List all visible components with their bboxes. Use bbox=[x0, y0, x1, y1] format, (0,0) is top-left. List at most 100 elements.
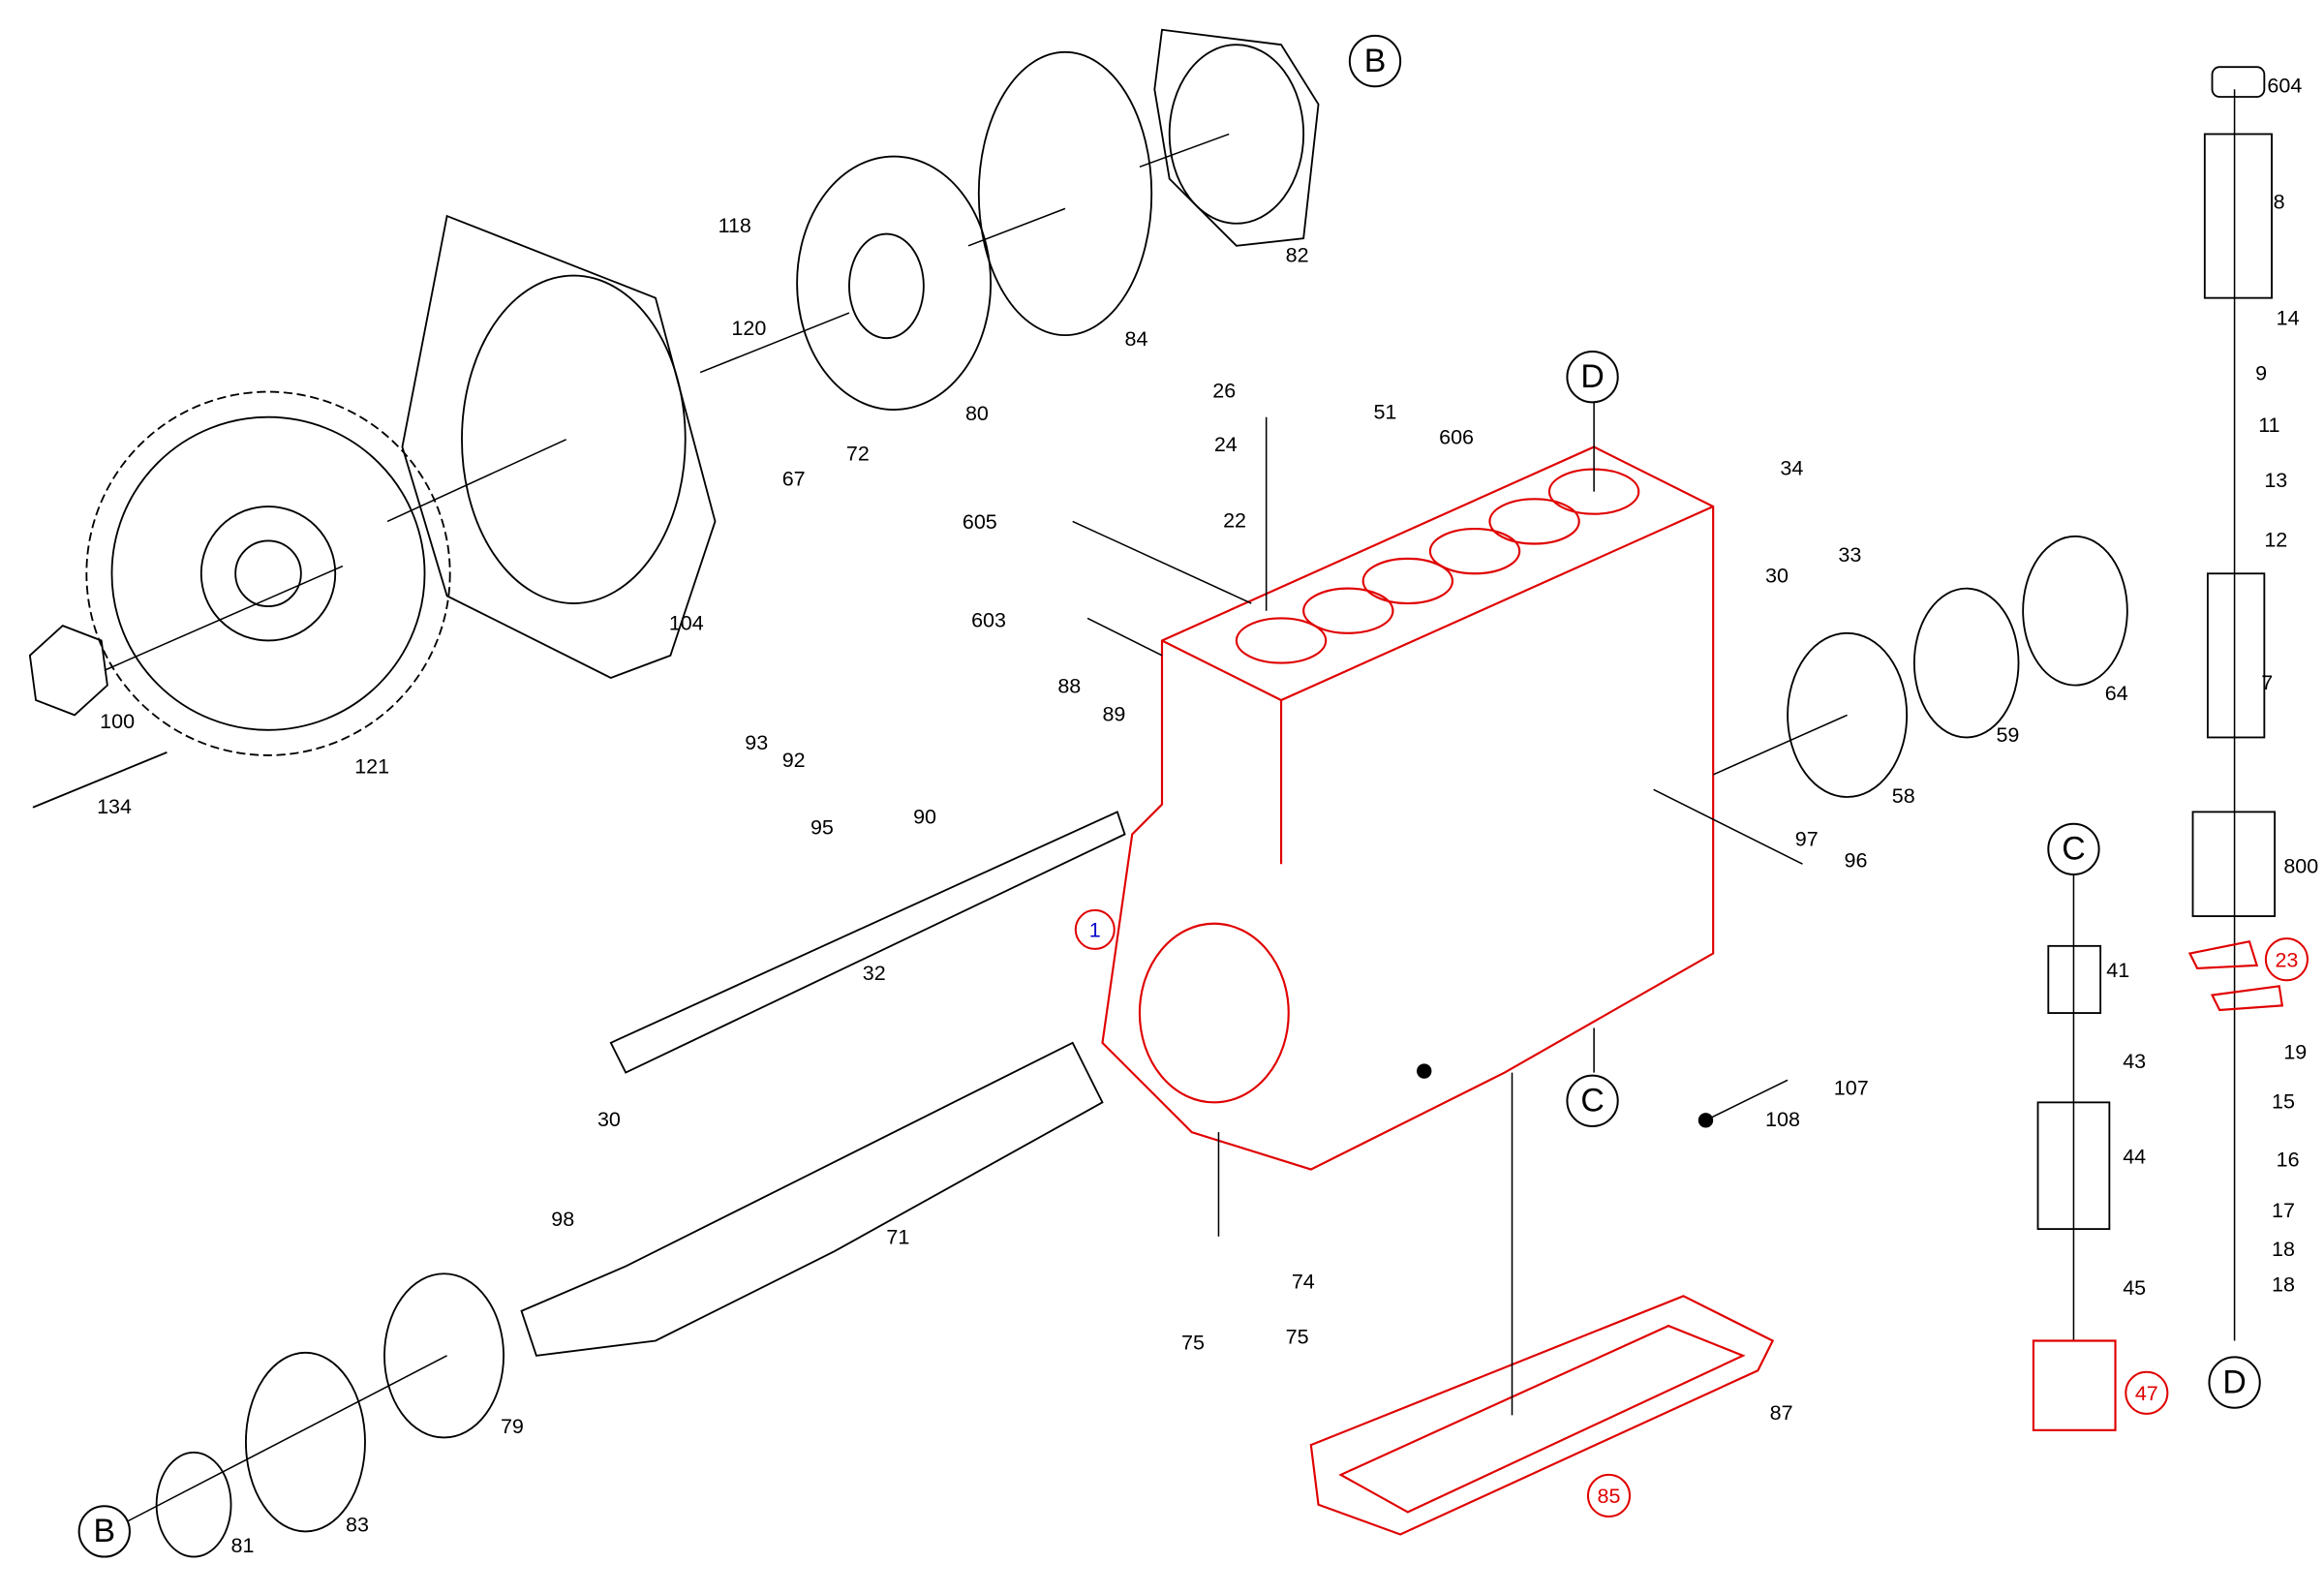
part-label-26: 26 bbox=[1212, 380, 1236, 403]
part-label-96: 96 bbox=[1845, 848, 1868, 872]
valve-holder-8 bbox=[2203, 133, 2273, 299]
main-part-label-circle bbox=[1074, 908, 1116, 950]
cover-plate-85 bbox=[1309, 1295, 1775, 1536]
part-label-17: 17 bbox=[2272, 1199, 2295, 1222]
cap-604 bbox=[2211, 66, 2266, 98]
part-label-11: 11 bbox=[2258, 414, 2279, 437]
flange-800 bbox=[2191, 811, 2277, 917]
section-marker-C-circle bbox=[2047, 822, 2100, 875]
part-label-14: 14 bbox=[2277, 306, 2300, 329]
part-label-34: 34 bbox=[1780, 457, 1803, 480]
camshaft-71 bbox=[520, 1041, 1104, 1357]
highlight-label-85: 85 bbox=[1598, 1485, 1621, 1508]
part-label-121: 121 bbox=[354, 754, 389, 778]
part-label-89: 89 bbox=[1102, 703, 1125, 726]
part-label-88: 88 bbox=[1057, 674, 1081, 697]
part-label-118: 118 bbox=[719, 214, 751, 237]
element-7 bbox=[2206, 572, 2266, 739]
part-label-33: 33 bbox=[1838, 543, 1861, 567]
part-label-83: 83 bbox=[346, 1513, 369, 1536]
bearing-59 bbox=[1912, 587, 2020, 739]
part-label-51: 51 bbox=[1373, 400, 1396, 423]
spring-44 bbox=[2036, 1101, 2111, 1231]
part-label-22: 22 bbox=[1223, 509, 1246, 533]
part-label-87: 87 bbox=[1770, 1401, 1793, 1425]
section-marker-B-circle bbox=[77, 1505, 131, 1558]
section-marker-D: D bbox=[2222, 1364, 2246, 1400]
shims-23 bbox=[2187, 939, 2284, 1012]
part-label-41: 41 bbox=[2106, 959, 2129, 982]
section-marker-C: C bbox=[1580, 1083, 1604, 1119]
part-label-79: 79 bbox=[501, 1415, 524, 1438]
part-label-93: 93 bbox=[745, 731, 768, 754]
part-label-24: 24 bbox=[1214, 433, 1238, 456]
highlight-label-23: 23 bbox=[2275, 948, 2298, 971]
part-label-98: 98 bbox=[551, 1208, 574, 1231]
part-label-67: 67 bbox=[782, 467, 806, 490]
part-label-13: 13 bbox=[2264, 469, 2287, 492]
part-label-82: 82 bbox=[1286, 244, 1309, 267]
highlight-label-47: 47 bbox=[2135, 1382, 2158, 1405]
part-label-45: 45 bbox=[2123, 1276, 2146, 1300]
part-label-8: 8 bbox=[2274, 190, 2285, 213]
cover-82 bbox=[1153, 28, 1320, 247]
section-marker-C: C bbox=[2062, 831, 2085, 868]
part-label-30: 30 bbox=[1765, 564, 1789, 587]
part-label-605: 605 bbox=[963, 510, 997, 534]
part-label-800: 800 bbox=[2283, 854, 2318, 877]
nut-100 bbox=[28, 625, 108, 717]
part-label-9: 9 bbox=[2255, 361, 2267, 384]
part-label-7: 7 bbox=[2261, 671, 2273, 694]
part-label-18: 18 bbox=[2272, 1238, 2295, 1261]
ring-58 bbox=[1787, 631, 1909, 798]
part-label-108: 108 bbox=[1765, 1108, 1800, 1131]
oring-83 bbox=[245, 1351, 366, 1533]
part-label-30: 30 bbox=[597, 1108, 621, 1131]
part-label-75: 75 bbox=[1181, 1332, 1205, 1355]
sleeve-41 bbox=[2047, 944, 2102, 1014]
part-label-72: 72 bbox=[846, 442, 870, 465]
part-label-604: 604 bbox=[2267, 74, 2302, 97]
part-label-12: 12 bbox=[2264, 529, 2287, 552]
part-label-75: 75 bbox=[1286, 1326, 1309, 1349]
part-label-44: 44 bbox=[2123, 1145, 2146, 1168]
part-label-19: 19 bbox=[2283, 1041, 2307, 1064]
section-marker-D-circle bbox=[2208, 1356, 2261, 1409]
section-marker-B: B bbox=[1364, 43, 1387, 79]
part-label-71: 71 bbox=[886, 1225, 909, 1248]
control-rack-32 bbox=[609, 811, 1126, 1074]
part-label-59: 59 bbox=[1996, 723, 2019, 747]
part-label-92: 92 bbox=[782, 749, 806, 772]
part-label-74: 74 bbox=[1292, 1271, 1315, 1294]
part-label-43: 43 bbox=[2123, 1050, 2146, 1073]
drawing-lines bbox=[28, 28, 2284, 1558]
part-label-606: 606 bbox=[1439, 425, 1474, 448]
part-label-81: 81 bbox=[231, 1534, 255, 1557]
part-label-16: 16 bbox=[2277, 1149, 2300, 1172]
section-marker-B-circle bbox=[1348, 34, 1402, 88]
part-label-32: 32 bbox=[863, 962, 886, 985]
part-label-120: 120 bbox=[731, 317, 766, 340]
part-label-15: 15 bbox=[2272, 1090, 2295, 1114]
part-label-80: 80 bbox=[965, 402, 989, 425]
oring-84 bbox=[977, 50, 1153, 337]
part-label-134: 134 bbox=[97, 795, 132, 818]
flange-104 bbox=[401, 214, 717, 679]
gear-121 bbox=[85, 390, 451, 756]
seal-81 bbox=[155, 1451, 232, 1558]
highlight-label-85-circle bbox=[1586, 1473, 1632, 1518]
tappet-47 bbox=[2032, 1339, 2117, 1431]
part-label-90: 90 bbox=[913, 806, 936, 829]
highlight-label-23-circle bbox=[2264, 937, 2309, 982]
pin-134 bbox=[32, 751, 168, 809]
part-label-84: 84 bbox=[1125, 327, 1148, 351]
part-label-97: 97 bbox=[1795, 828, 1819, 851]
plate-80 bbox=[796, 155, 993, 411]
part-label-104: 104 bbox=[669, 612, 704, 635]
highlight-label-47-circle bbox=[2125, 1370, 2169, 1415]
section-marker-B: B bbox=[94, 1513, 116, 1549]
part-label-100: 100 bbox=[100, 710, 135, 733]
part-label-107: 107 bbox=[1834, 1077, 1869, 1100]
part-label-18: 18 bbox=[2272, 1273, 2295, 1297]
